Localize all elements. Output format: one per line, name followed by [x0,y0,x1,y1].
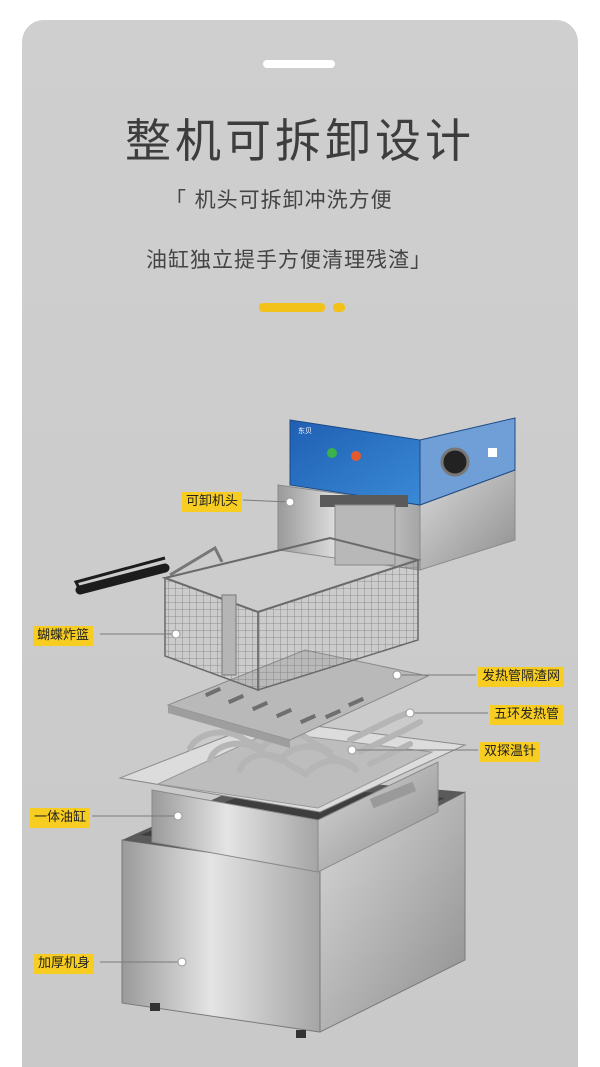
label-thickened-body: 加厚机身 [34,954,95,974]
yellow-accent-dot [333,303,345,312]
decorative-top-bar [263,60,335,68]
label-detachable-head: 可卸机头 [182,492,243,512]
yellow-accent-bar [259,303,325,312]
leader-dots [171,497,415,967]
page-title: 整机可拆卸设计 [125,114,475,168]
machine-head [277,417,516,571]
subtitle-line-1: 「 机头可拆卸冲洗方便 [165,188,393,212]
heating-tube [187,709,423,778]
label-butterfly-basket: 蝴蝶炸篮 [33,626,94,646]
label-heating-tube-screen: 发热管隔渣网 [478,667,565,687]
fry-basket [73,536,422,692]
leader-lines [92,499,488,963]
label-five-ring-heating-tube: 五环发热管 [490,705,564,725]
label-one-piece-oil-tank: 一体油缸 [30,808,91,828]
label-dual-probe-thermostat: 双探温针 [480,742,541,762]
panel-brand-text: 东贝 [298,426,312,435]
subtitle-line-2: 油缸独立提手方便清理残渣」 [146,248,432,272]
